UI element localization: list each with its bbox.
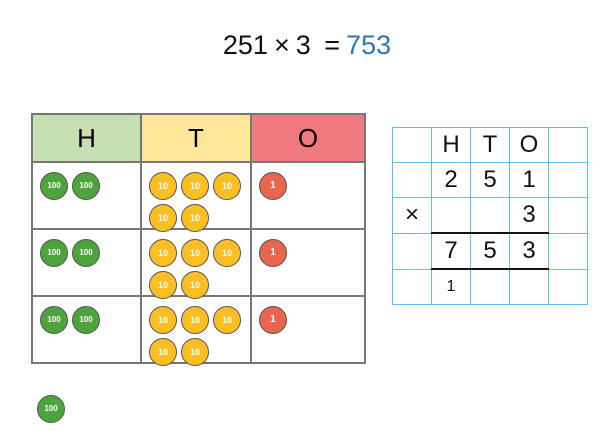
counter-10: 10 bbox=[181, 172, 209, 200]
counter-100: 100 bbox=[40, 172, 68, 200]
grid-cell: 3 bbox=[509, 197, 549, 234]
multiplicand: 251 bbox=[222, 30, 268, 60]
grid-cell: × bbox=[392, 197, 432, 234]
counter-1: 1 bbox=[259, 172, 287, 200]
grid-cell: 3 bbox=[509, 232, 549, 270]
equals-sign: = bbox=[324, 30, 341, 60]
grid-cell bbox=[392, 232, 432, 270]
header-ones: O bbox=[250, 113, 366, 163]
grid-cell: 7 bbox=[431, 232, 471, 270]
exchanged-counters: 100 bbox=[35, 391, 67, 423]
counter-10: 10 bbox=[181, 306, 209, 334]
grid-cell: 2 bbox=[431, 162, 471, 198]
counter-1: 1 bbox=[259, 239, 287, 267]
counter-100: 100 bbox=[37, 395, 65, 423]
counter-10: 10 bbox=[149, 172, 177, 200]
ones-cell: 1 bbox=[250, 228, 366, 297]
counter-10: 10 bbox=[181, 204, 209, 232]
header-tens: T bbox=[140, 113, 252, 163]
counter-10: 10 bbox=[181, 271, 209, 299]
counter-1: 1 bbox=[259, 306, 287, 334]
counter-10: 10 bbox=[181, 338, 209, 366]
counter-100: 100 bbox=[72, 306, 100, 334]
grid-cell bbox=[392, 127, 432, 163]
grid-cell bbox=[470, 197, 510, 234]
grid-cell: O bbox=[509, 127, 549, 163]
multiplier: 3 bbox=[295, 30, 311, 60]
counter-100: 100 bbox=[40, 239, 68, 267]
grid-cell: 1 bbox=[509, 162, 549, 198]
grid-cell bbox=[548, 197, 588, 234]
grid-cell bbox=[548, 268, 588, 305]
counter-10: 10 bbox=[213, 172, 241, 200]
counter-100: 100 bbox=[72, 172, 100, 200]
counter-100: 100 bbox=[40, 306, 68, 334]
counter-10: 10 bbox=[149, 306, 177, 334]
grid-cell bbox=[392, 268, 432, 305]
grid-cell: H bbox=[431, 127, 471, 163]
grid-cell bbox=[509, 268, 549, 305]
equation: 251×3 =753 bbox=[0, 30, 614, 61]
grid-cell bbox=[548, 162, 588, 198]
grid-cell bbox=[548, 127, 588, 163]
counter-10: 10 bbox=[213, 239, 241, 267]
answer: 753 bbox=[346, 30, 392, 60]
counter-10: 10 bbox=[149, 271, 177, 299]
counter-100: 100 bbox=[72, 239, 100, 267]
grid-cell: 5 bbox=[470, 162, 510, 198]
ones-cell: 1 bbox=[250, 161, 366, 230]
times-sign: × bbox=[273, 30, 290, 60]
grid-cell bbox=[431, 197, 471, 234]
grid-cell bbox=[548, 232, 588, 270]
grid-cell: 1 bbox=[431, 268, 471, 305]
counter-10: 10 bbox=[181, 239, 209, 267]
counter-10: 10 bbox=[213, 306, 241, 334]
header-hundreds: H bbox=[31, 113, 142, 163]
grid-cell: T bbox=[470, 127, 510, 163]
grid-cell bbox=[470, 268, 510, 305]
ones-cell: 1 bbox=[250, 295, 366, 364]
grid-cell bbox=[392, 162, 432, 198]
counter-10: 10 bbox=[149, 204, 177, 232]
counter-10: 10 bbox=[149, 338, 177, 366]
counter-10: 10 bbox=[149, 239, 177, 267]
grid-cell: 5 bbox=[470, 232, 510, 270]
